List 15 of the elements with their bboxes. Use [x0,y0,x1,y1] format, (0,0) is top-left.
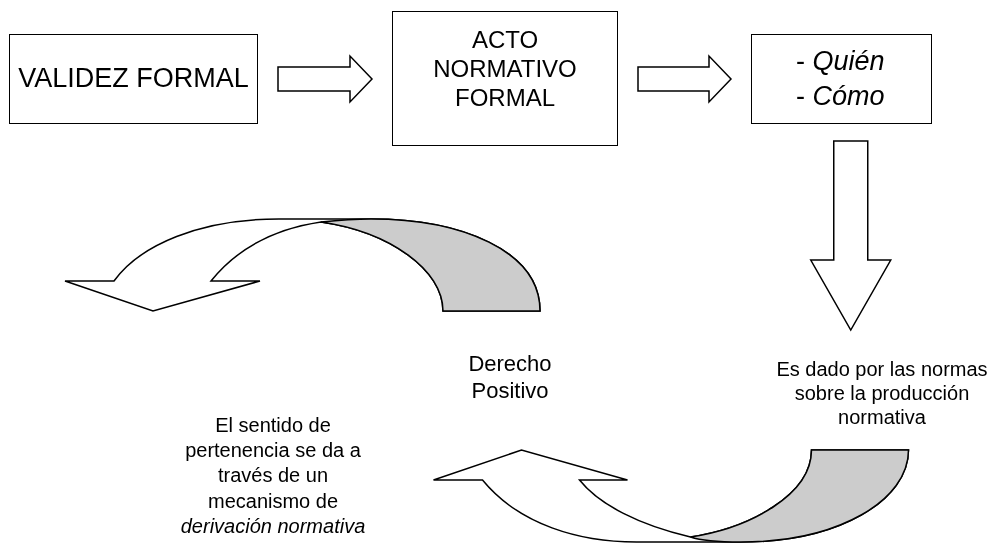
process-box [392,11,618,146]
curved-arrow [64,218,541,312]
block-arrow [277,54,374,104]
box-text: - Quién [796,44,885,78]
process-box [9,34,258,124]
note-text: Es dado por las normas sobre la producción normativa [775,357,989,429]
process-box [751,34,932,124]
curved-arrow [432,449,910,543]
box-text: VALIDEZ FORMAL [18,62,249,96]
center-label: Derecho Positivo [467,351,553,405]
box-text: ACTO NORMATIVO FORMAL [432,24,578,113]
block-arrow [809,140,893,332]
block-arrow [637,54,733,104]
note-text: El sentido de pertenencia se da a través de un mecanismo de derivación normativa [179,412,367,540]
box-text: - Cómo [796,80,885,113]
